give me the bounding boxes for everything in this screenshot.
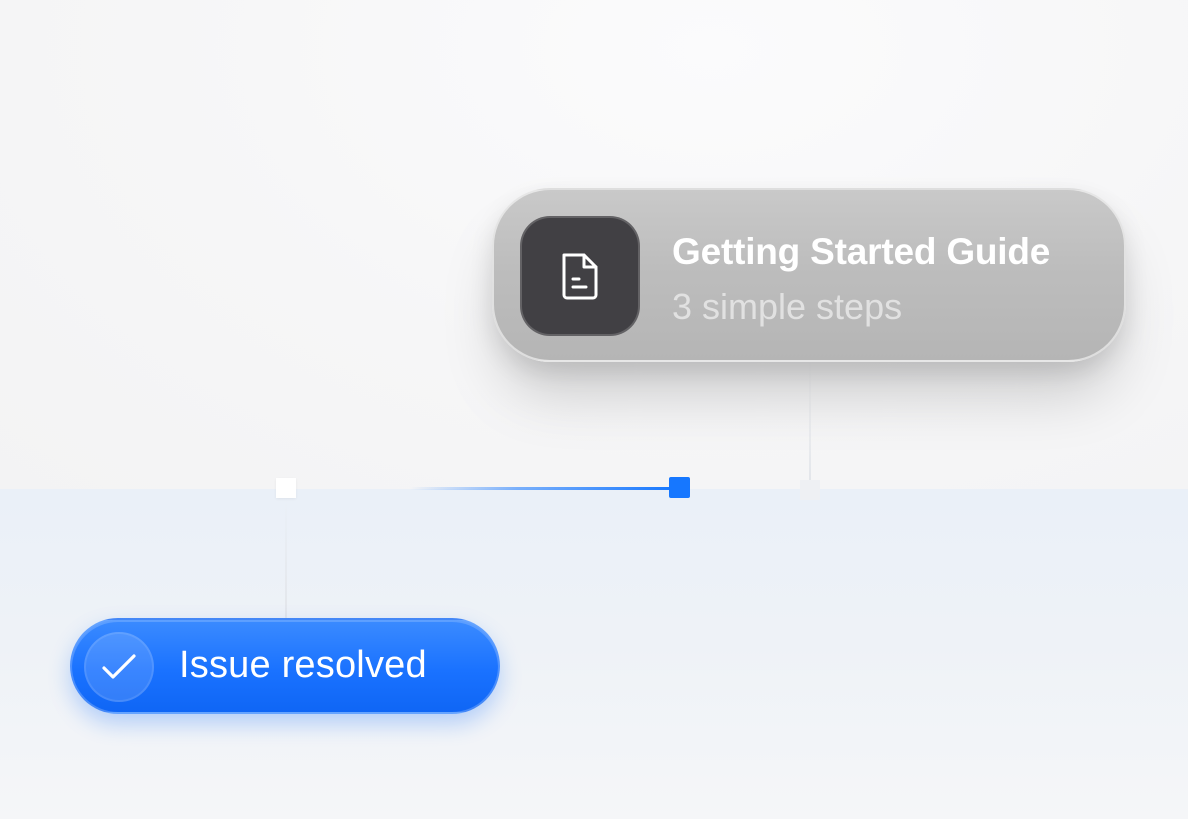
connector-node-active [669, 477, 690, 498]
guide-subtitle: 3 simple steps [672, 286, 903, 327]
check-icon [84, 632, 154, 702]
issue-resolved-badge[interactable]: Issue resolved [70, 618, 500, 714]
connector-line-left [285, 498, 287, 618]
issue-resolved-label: Issue resolved [179, 644, 427, 686]
connector-node-right [800, 480, 820, 500]
guide-title: Getting Started Guide [672, 231, 1051, 272]
connector-line-right [809, 362, 811, 480]
active-connector-line [410, 487, 678, 490]
getting-started-guide-card[interactable]: Getting Started Guide 3 simple steps [492, 188, 1126, 362]
connector-node-left [276, 478, 296, 498]
document-icon [520, 216, 640, 336]
